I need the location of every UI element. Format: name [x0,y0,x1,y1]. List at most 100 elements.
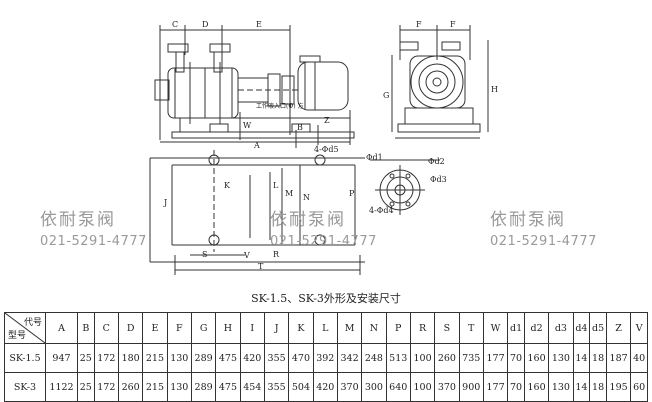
watermark-right: 依耐泵阀 021-5291-4777 [490,205,597,249]
technical-drawing: C D E F F H G A B W Z J K L M N P S V T … [149,20,498,275]
plan-view [149,150,365,275]
column-header: d5 [589,312,607,344]
column-header: T [458,312,484,344]
label-H: H [491,85,498,94]
column-header: B [77,312,95,344]
column-header: I [239,312,265,344]
label-d2: Φd2 [428,157,445,166]
value-cell: 180 [117,343,144,373]
label-T: T [258,262,264,271]
value-cell: 18 [589,372,607,402]
column-header: d3 [548,312,574,344]
column-header: R [409,312,436,344]
value-cell: 504 [288,372,314,402]
value-cell: 260 [434,343,460,373]
value-cell: 300 [361,372,387,402]
model-cell: SK-1.5 [4,343,46,373]
model-cell: SK-3 [4,372,46,402]
label-G: G [383,91,389,100]
label-Z: Z [324,116,330,125]
value-cell: 187 [605,343,632,373]
value-cell: 14 [572,372,591,402]
label-4-d5: 4-Φd5 [314,145,339,154]
column-header: J [263,312,290,344]
inlet-note: 工作液入口(Φ) 方 [256,102,304,110]
column-header: D [117,312,144,344]
label-V: V [243,251,250,260]
value-cell: 289 [190,372,217,402]
watermark-name: 依耐泵阀 [40,210,116,230]
watermark-phone: 021-5291-4777 [40,234,147,249]
column-header: d4 [572,312,591,344]
value-cell: 735 [458,343,484,373]
column-header: K [288,312,314,344]
value-cell: 172 [93,343,119,373]
column-header: G [190,312,217,344]
value-cell: 370 [336,372,363,402]
value-cell: 130 [548,343,574,373]
value-cell: 900 [458,372,484,402]
value-cell: 100 [409,343,436,373]
watermark-name: 依耐泵阀 [490,210,566,230]
label-F-right: F [450,20,456,29]
column-header: V [630,312,648,344]
column-header: H [215,312,241,344]
value-cell: 513 [385,343,411,373]
figure-caption: SK-1.5、SK-3外形及安装尺寸 [251,292,401,305]
label-d3: Φd3 [430,175,447,184]
value-cell: 248 [361,343,387,373]
watermark-center: 依耐泵阀 021-5291-4777 [270,205,377,249]
value-cell: 475 [215,372,241,402]
label-D: D [202,20,208,29]
value-cell: 60 [630,372,648,402]
column-header: C [93,312,119,344]
label-K: K [224,181,231,190]
label-4-d4: 4-Φd4 [369,206,394,215]
value-cell: 100 [409,372,436,402]
value-cell: 172 [93,372,119,402]
value-cell: 475 [215,343,241,373]
value-cell: 130 [548,372,574,402]
value-cell: 177 [482,343,509,373]
value-cell: 289 [190,343,217,373]
value-cell: 215 [142,343,168,373]
corner-code-label: 代号 [23,318,42,328]
column-header: d2 [523,312,550,344]
value-cell: 470 [288,343,314,373]
value-cell: 260 [117,372,144,402]
label-W: W [243,121,252,130]
watermark-phone: 021-5291-4777 [270,234,377,249]
column-header: P [385,312,411,344]
value-cell: 370 [434,372,460,402]
value-cell: 130 [166,343,192,373]
label-E: E [256,20,262,29]
label-P: P [349,189,355,198]
column-header: W [482,312,509,344]
label-M: M [285,189,293,198]
label-L: L [273,181,279,190]
value-cell: 18 [589,343,607,373]
value-cell: 420 [239,343,265,373]
label-R: R [273,250,280,259]
value-cell: 355 [263,372,290,402]
value-cell: 195 [605,372,632,402]
side-view [391,25,489,139]
column-header: Z [605,312,632,344]
column-header: E [142,312,168,344]
flange-view [370,159,440,215]
column-header: N [361,312,387,344]
column-header: d1 [507,312,525,344]
value-cell: 25 [77,343,95,373]
value-cell: 70 [507,372,525,402]
value-cell: 160 [523,372,550,402]
value-cell: 160 [523,343,550,373]
column-header: L [312,312,338,344]
label-N: N [303,193,310,202]
corner-model-label: 型号 [8,331,27,341]
column-header: F [166,312,192,344]
